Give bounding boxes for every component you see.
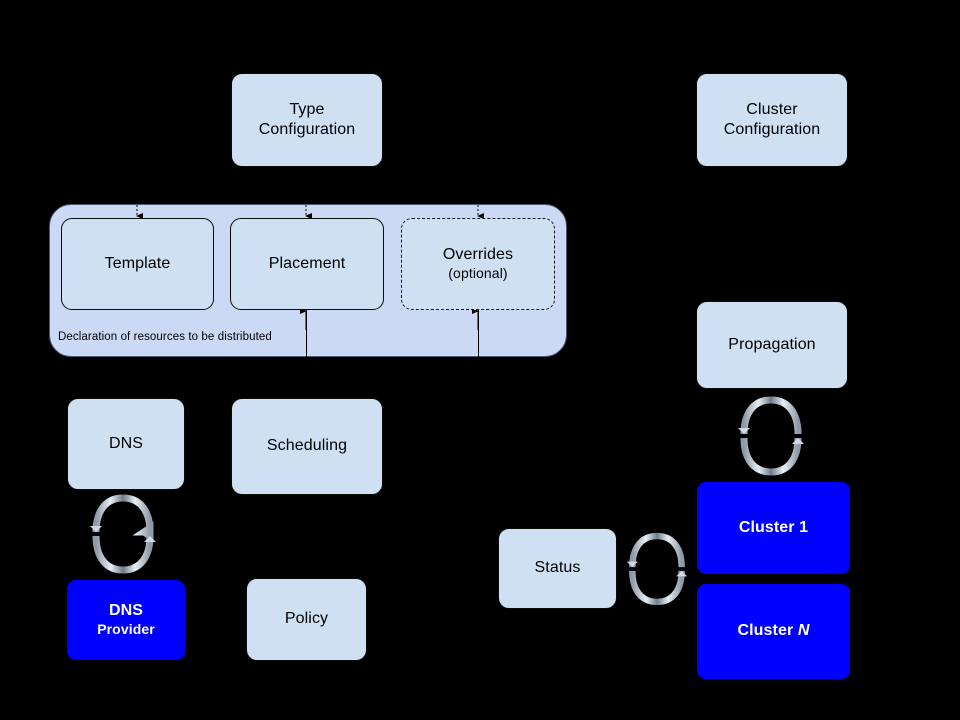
node-cluster-1[interactable]: Cluster 1 <box>697 482 850 574</box>
connector-overrides-down <box>478 307 479 357</box>
connector-placement-down <box>306 307 307 357</box>
node-overrides-sublabel: (optional) <box>448 265 508 282</box>
node-placement[interactable]: Placement <box>230 218 384 310</box>
node-type-configuration-line1: Type <box>289 100 325 118</box>
sync-arrows-icon-propagation <box>738 396 804 476</box>
node-dns-provider-line2: Provider <box>97 621 155 638</box>
node-cluster-configuration[interactable]: Cluster Configuration <box>696 73 848 167</box>
node-propagation-label: Propagation <box>728 335 816 353</box>
node-overrides-text: Overrides (optional) <box>443 245 513 283</box>
node-status-label: Status <box>534 559 581 577</box>
node-dns-provider-text: DNS Provider <box>97 601 155 639</box>
node-cluster-n-prefix: Cluster <box>737 622 798 640</box>
node-dns-label: DNS <box>108 434 144 452</box>
group-caption: Declaration of resources to be distribut… <box>58 331 272 343</box>
node-type-configuration[interactable]: Type Configuration <box>231 73 383 167</box>
node-policy-label: Policy <box>284 610 329 628</box>
node-cluster-n-label: Cluster N <box>737 621 809 641</box>
node-template[interactable]: Template <box>61 218 214 310</box>
node-cluster-configuration-text: Cluster Configuration <box>724 100 820 141</box>
node-dns-provider-line1: DNS <box>108 601 144 619</box>
node-propagation[interactable]: Propagation <box>696 301 848 389</box>
node-placement-label: Placement <box>268 254 346 272</box>
node-template-label: Template <box>104 254 171 272</box>
node-overrides[interactable]: Overrides (optional) <box>401 218 555 310</box>
node-cluster-n[interactable]: Cluster N <box>697 584 850 679</box>
node-cluster-configuration-line2: Configuration <box>723 121 821 138</box>
node-overrides-label: Overrides <box>442 245 514 263</box>
node-scheduling-label: Scheduling <box>266 437 348 455</box>
sync-arrows-icon-dns <box>90 494 156 574</box>
node-policy[interactable]: Policy <box>246 578 367 661</box>
node-cluster-1-label: Cluster 1 <box>738 518 809 536</box>
node-dns-provider[interactable]: DNS Provider <box>67 580 185 660</box>
node-type-configuration-line2: Configuration <box>258 121 356 138</box>
node-scheduling[interactable]: Scheduling <box>231 398 383 495</box>
node-cluster-configuration-line1: Cluster <box>746 100 798 118</box>
node-status[interactable]: Status <box>498 528 617 609</box>
sync-arrows-icon-status <box>626 532 688 606</box>
node-dns[interactable]: DNS <box>67 398 185 490</box>
node-type-configuration-text: Type Configuration <box>259 100 355 141</box>
node-cluster-n-suffix: N <box>797 622 810 640</box>
